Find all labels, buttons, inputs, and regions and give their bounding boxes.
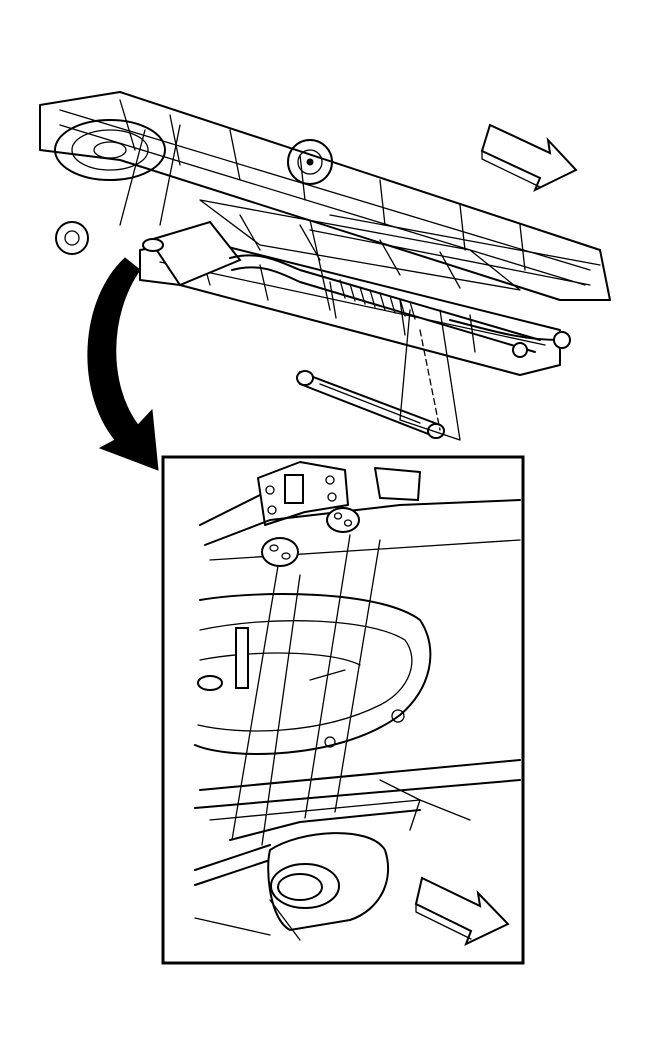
curved-arrow-icon: [87, 257, 159, 471]
hollow-3d-arrow-icon: [480, 123, 578, 193]
hollow-3d-arrow-icon: [414, 876, 510, 946]
floor-pan: [199, 199, 601, 291]
frame-bracket: [257, 461, 421, 526]
detail-view: [161, 455, 525, 965]
spare-tire: [54, 119, 166, 181]
rubber-hanger-left: [261, 537, 299, 567]
muffler-detail: [194, 832, 390, 941]
underbody-overview: [39, 91, 611, 441]
muffler-overview: [142, 220, 242, 287]
left-wheel-hub: [55, 221, 89, 255]
differential: [287, 139, 333, 185]
lower-cross-members: [194, 709, 521, 841]
lower-pipe: [296, 370, 445, 439]
callout-lines-detail: [231, 534, 381, 846]
zoom-arrow: [87, 257, 159, 471]
rear-pipes: [449, 319, 571, 358]
spare-tire-detail: [194, 593, 432, 755]
direction-arrow-top: [480, 123, 578, 193]
direction-arrow-detail: [414, 876, 510, 946]
exhaust-pipe: [229, 254, 541, 353]
rubber-hanger-right: [326, 507, 360, 533]
callout-lines-top: [119, 124, 461, 441]
